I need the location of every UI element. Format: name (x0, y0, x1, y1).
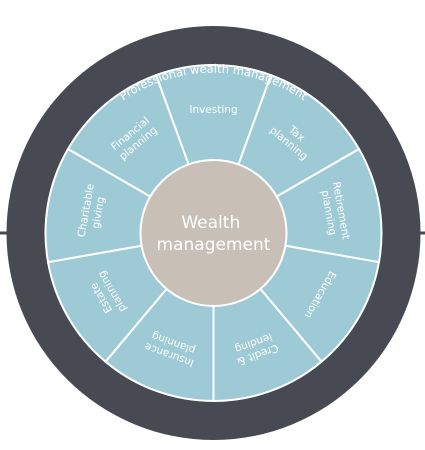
center-label-line-1: Wealth (181, 213, 240, 233)
segment-label-line: giving (90, 196, 107, 230)
center-label: Wealth management (157, 213, 271, 255)
center-label-line-2: management (157, 235, 271, 255)
center-circle (139, 159, 288, 307)
segment-label-0: Investing (189, 104, 237, 116)
segment-label-line: Investing (189, 104, 237, 116)
segments-group: InvestingTaxplanningRetirementplanningEd… (44, 64, 383, 403)
